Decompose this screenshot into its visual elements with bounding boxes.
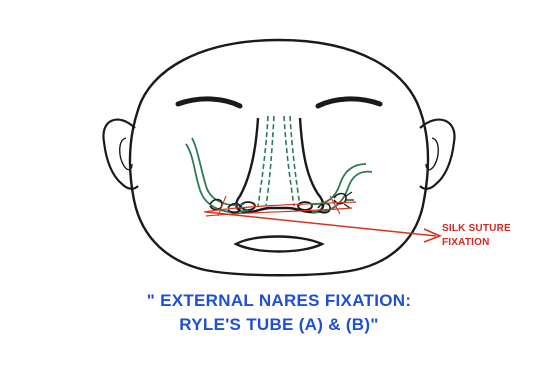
tube-b-external — [310, 164, 366, 204]
left-eyebrow — [178, 99, 240, 106]
caption-line2: RYLE'S TUBE (A) & (B)" — [0, 313, 558, 337]
tube-b-dashed — [284, 116, 294, 206]
tube-a-external — [192, 138, 244, 205]
silk-suture-label: SILK SUTURE FIXATION — [442, 222, 554, 250]
caption-line1: " EXTERNAL NARES FIXATION: — [0, 289, 558, 313]
nose-outline — [236, 118, 323, 212]
right-eyebrow — [318, 99, 380, 106]
head-outline — [130, 40, 428, 275]
left-nostril — [241, 202, 255, 210]
tube-a-dashed-2 — [266, 116, 274, 206]
tube-a-external-2 — [186, 144, 248, 212]
pointer-arrow-line — [206, 212, 436, 236]
silk-suture-label-line2: FIXATION — [442, 236, 554, 250]
silk-suture-label-line1: SILK SUTURE — [442, 222, 554, 236]
tube-a-dashed — [258, 116, 268, 206]
mouth — [236, 237, 322, 252]
figure-caption: " EXTERNAL NARES FIXATION: RYLE'S TUBE (… — [0, 289, 558, 337]
